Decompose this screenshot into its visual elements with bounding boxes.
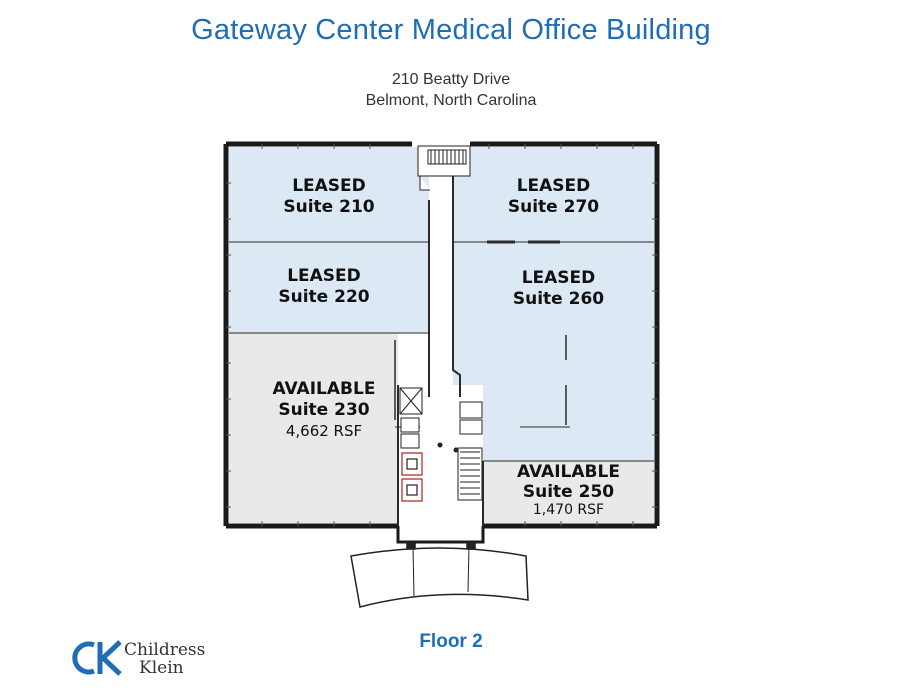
ck-logo-mark	[72, 640, 122, 676]
suite-name: Suite 270	[507, 197, 600, 218]
suite-status: AVAILABLE	[272, 379, 376, 399]
suite-260-label: LEASED Suite 260	[458, 268, 659, 311]
suite-270-area[interactable]	[453, 147, 654, 242]
window-ticks	[226, 144, 657, 526]
suite-250-area[interactable]	[483, 461, 654, 523]
entrance-canopy	[350, 542, 529, 608]
elevators	[401, 452, 423, 502]
suite-area: 1,470 RSF	[532, 502, 605, 519]
floor-label: Floor 2	[419, 631, 483, 652]
suite-status: LEASED	[287, 266, 361, 286]
suite-status: LEASED	[516, 176, 591, 196]
interior-walls	[229, 147, 654, 526]
address-line-1: 210 Beatty Drive	[391, 71, 511, 88]
suite-status: AVAILABLE	[517, 462, 620, 482]
suite-status: LEASED	[521, 268, 596, 288]
suite-210-area[interactable]	[229, 147, 429, 242]
top-stair	[417, 145, 471, 191]
suite-210-label: LEASED Suite 210	[229, 176, 429, 219]
brand-line-1: Childress	[124, 640, 206, 660]
brand-line-2: Klein	[139, 658, 184, 678]
lobby	[398, 500, 483, 540]
suite-status: LEASED	[292, 176, 366, 196]
suite-name: Suite 220	[278, 287, 370, 308]
suite-name: Suite 230	[278, 400, 370, 421]
suite-260-area[interactable]	[453, 242, 654, 461]
corridor	[429, 147, 453, 397]
suite-230-label: AVAILABLE Suite 230 4,662 RSF	[229, 379, 419, 440]
core-elements	[399, 387, 483, 501]
suite-270-label: LEASED Suite 270	[453, 176, 654, 219]
page-title: Gateway Center Medical Office Building	[191, 14, 711, 46]
suite-area: 4,662 RSF	[285, 421, 363, 440]
suite-name: Suite 260	[512, 289, 605, 310]
suite-230-area[interactable]	[229, 333, 398, 523]
suite-220-label: LEASED Suite 220	[229, 266, 419, 309]
address-line-2: Belmont, North Carolina	[365, 92, 537, 109]
suite-220-area[interactable]	[229, 242, 429, 333]
exterior-walls	[223, 141, 660, 544]
suite-250-label: AVAILABLE Suite 250 1,470 RSF	[483, 462, 654, 519]
suite-name: Suite 250	[522, 482, 615, 503]
suite-name: Suite 210	[283, 197, 375, 218]
